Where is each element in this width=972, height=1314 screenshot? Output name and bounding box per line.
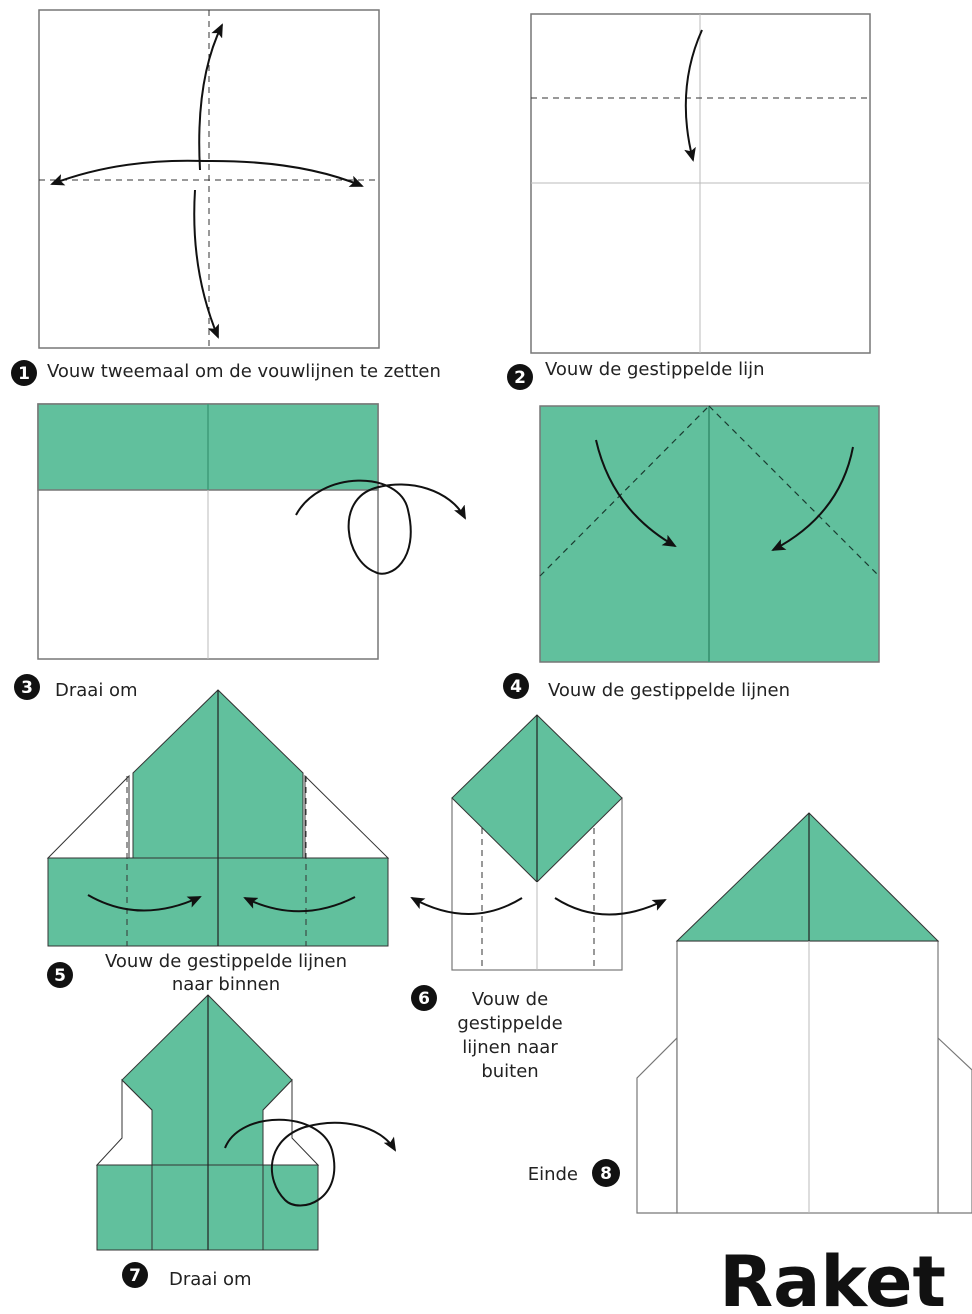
step-number: 6 (418, 989, 430, 1009)
step-caption-line-3: lijnen naar (462, 1037, 558, 1058)
step-caption-line-2: gestippelde (457, 1013, 562, 1034)
step-7-diagram (95, 994, 397, 1251)
rocket-body (676, 940, 939, 1214)
step-number-badge (11, 360, 37, 386)
step-3-label: 3 Draai om (14, 674, 138, 701)
fold-arrow-up (198, 23, 223, 171)
step-5-label: 5 Vouw de gestippelde lijnen naar binnen (47, 951, 347, 995)
step-2-label: 2 Vouw de gestippelde lijn (507, 359, 765, 390)
step-7-label: 7 Draai om (122, 1262, 252, 1290)
step-caption-line-4: buiten (481, 1061, 538, 1082)
step-6-label: 6 Vouw de gestippelde lijnen naar buiten (411, 985, 563, 1082)
step-number: 1 (18, 364, 30, 384)
fold-arrow-right (771, 446, 854, 551)
fold-arrow-right (204, 159, 364, 187)
step-caption-line-1: Vouw de (472, 989, 548, 1010)
step-caption: Draai om (55, 680, 138, 701)
diagram-title: Raket (719, 1241, 946, 1314)
fold-arrow-left (595, 439, 677, 547)
step-caption-line-1: Vouw de gestippelde lijnen (105, 951, 347, 972)
step-1-label: 1 Vouw tweemaal om de vouwlijnen te zett… (11, 360, 441, 386)
step-1-diagram (38, 9, 380, 349)
step-number: 5 (54, 966, 66, 986)
step-caption: Draai om (169, 1269, 252, 1290)
fold-arrow-left (243, 896, 356, 913)
step-number: 4 (510, 677, 522, 697)
step-8-diagram (636, 812, 972, 1214)
white-fin-right (937, 1036, 972, 1214)
step-number-badge (47, 962, 73, 988)
fold-line-left (539, 405, 710, 577)
fold-arrow-left (50, 159, 206, 186)
step-caption: Vouw de gestippelde lijn (545, 359, 765, 380)
step-caption-line-2: naar binnen (172, 974, 280, 995)
step-caption: Vouw de gestippelde lijnen (548, 680, 790, 701)
step-3-diagram (37, 403, 466, 660)
fold-arrow-right (554, 897, 667, 916)
turn-over-arrow (224, 1118, 397, 1207)
fold-arrow-right (87, 894, 202, 912)
step-number-badge (122, 1262, 148, 1288)
step-number-badge (503, 673, 529, 699)
step-4-diagram (539, 405, 880, 663)
fold-line-right (708, 405, 880, 577)
fold-arrow-down (193, 189, 219, 339)
fold-arrow (684, 29, 703, 162)
step-number: 2 (514, 368, 526, 388)
rocket-nose (675, 812, 940, 942)
white-triangle-right (304, 774, 390, 859)
step-number-badge (507, 364, 533, 390)
step-6-diagram (410, 714, 667, 971)
fold-arrow-left (410, 897, 523, 915)
white-triangle-left (46, 774, 130, 859)
step-caption: Vouw tweemaal om de vouwlijnen te zetten (47, 361, 441, 382)
step-number-badge (592, 1159, 620, 1187)
step-number: 7 (129, 1266, 141, 1286)
white-fin-left (636, 1036, 678, 1214)
turn-over-arrow (295, 479, 466, 575)
step-4-label: 4 Vouw de gestippelde lijnen (503, 673, 790, 701)
step-2-diagram (530, 13, 871, 354)
step-number-badge (14, 674, 40, 700)
step-number-badge (411, 985, 437, 1011)
step-5-diagram (46, 689, 390, 947)
step-number: 8 (600, 1164, 612, 1184)
step-caption: Einde (528, 1164, 578, 1185)
step-number: 3 (21, 678, 33, 698)
step-8-label: Einde 8 (528, 1159, 620, 1187)
